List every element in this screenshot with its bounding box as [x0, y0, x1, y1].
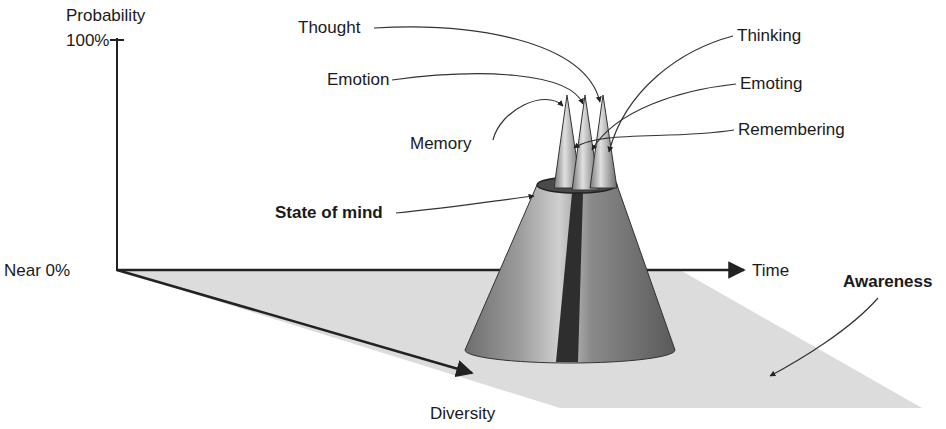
leader-line — [574, 130, 734, 148]
diagram-label: Thinking — [737, 26, 801, 46]
diagram-label: Time — [752, 261, 789, 281]
state-cone — [465, 185, 675, 363]
diversity-axis — [117, 270, 472, 373]
leader-line — [374, 27, 600, 102]
leader-line — [392, 74, 583, 104]
diagram-label: Awareness — [843, 272, 932, 292]
diagram-label: Probability — [66, 6, 145, 26]
diagram-label: Emoting — [740, 74, 802, 94]
thought-spike — [590, 95, 617, 188]
leader-line — [592, 84, 736, 150]
axis-tick — [110, 39, 124, 41]
diagram-label: 100% — [66, 31, 109, 51]
diagram-label: State of mind — [275, 203, 383, 223]
diagram-label: Thought — [298, 18, 360, 38]
cone-shadow-stripe — [556, 193, 583, 362]
diagram-label: Near 0% — [4, 261, 70, 281]
time-axis — [117, 269, 744, 272]
leader-line — [493, 100, 563, 141]
leader-line — [770, 298, 878, 376]
leader-line — [396, 196, 534, 213]
probability-axis — [116, 38, 118, 271]
diagram-label: Emotion — [327, 70, 389, 90]
diagram-label: Remembering — [738, 120, 845, 140]
diagram-label: Memory — [410, 134, 471, 154]
diagram-label: Diversity — [430, 404, 495, 424]
